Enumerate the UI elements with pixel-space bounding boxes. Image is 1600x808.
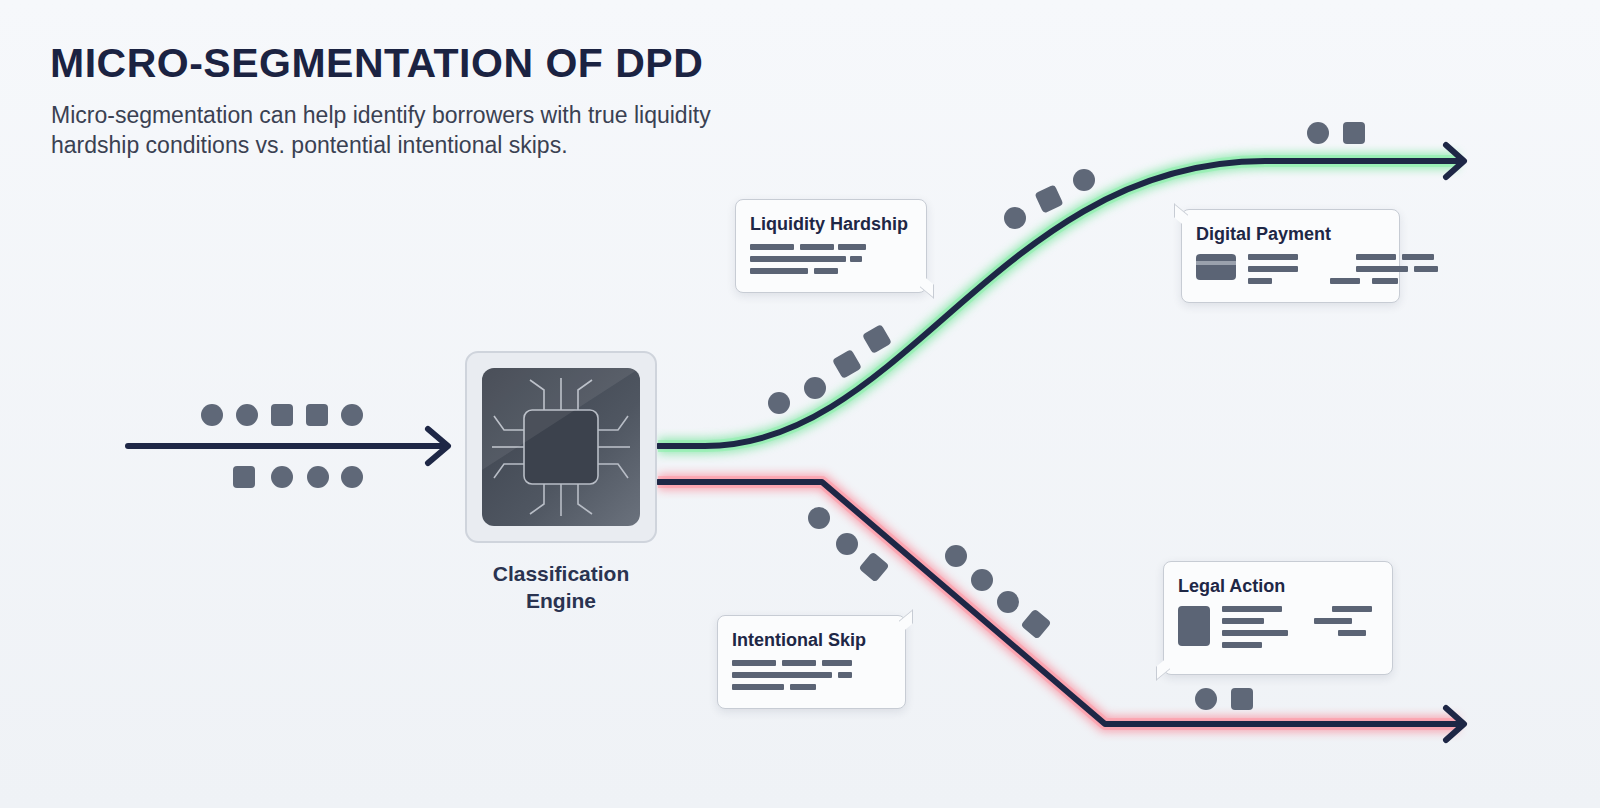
placeholder-bar: [850, 256, 862, 262]
chip-trace: [598, 416, 628, 430]
placeholder-row: [750, 256, 912, 262]
placeholder-row: [1178, 606, 1378, 612]
placeholder-bar: [838, 244, 866, 250]
chip-frame: [466, 352, 656, 542]
placeholder-row: [1196, 278, 1385, 284]
input-arrow: [128, 429, 448, 463]
bubble-tail: [1174, 203, 1188, 229]
document-icon: [1178, 606, 1210, 646]
placeholder-row: [1178, 642, 1378, 648]
callout-box: Intentional Skip: [717, 615, 906, 709]
input-dots: [201, 404, 363, 488]
placeholder-bar: [750, 268, 808, 274]
placeholder-bar: [1222, 606, 1282, 612]
classification-engine: Classification Engine: [464, 350, 658, 544]
bubble-heading: Legal Action: [1178, 574, 1378, 598]
placeholder-bar: [1356, 266, 1408, 272]
placeholder-row: [1178, 618, 1378, 624]
placeholder-bar: [1222, 630, 1288, 636]
bubble-tail: [899, 609, 913, 635]
placeholder-bar: [782, 660, 816, 666]
placeholder-bar: [1222, 642, 1262, 648]
chip-shine: [482, 368, 640, 470]
diagram-title: MICRO-SEGMENTATION OF DPD: [50, 40, 703, 87]
callout-box: Digital Payment: [1181, 209, 1400, 303]
chip-body: [482, 368, 640, 526]
placeholder-bar: [1222, 618, 1264, 624]
placeholder-bar: [1314, 618, 1352, 624]
bubble-heading: Intentional Skip: [732, 628, 891, 652]
placeholder-bar: [814, 268, 838, 274]
placeholder-row: [750, 244, 912, 250]
placeholder-row: [732, 684, 891, 690]
placeholder-bar: [822, 660, 852, 666]
placeholder-bar: [790, 684, 816, 690]
bubble-heading: Liquidity Hardship: [750, 212, 912, 236]
node-label: Classification Engine: [476, 560, 646, 614]
card-icon: [1196, 254, 1236, 280]
placeholder-lines: [1196, 254, 1385, 284]
placeholder-bar: [732, 684, 784, 690]
diagram-caption: Micro-segmentation can help identify bor…: [51, 100, 771, 160]
placeholder-row: [1196, 266, 1385, 272]
bubble-tail: [1156, 655, 1170, 681]
placeholder-bar: [1414, 266, 1438, 272]
card-stripe: [1196, 261, 1236, 265]
bubble-tail: [920, 273, 934, 299]
placeholder-bar: [1356, 254, 1396, 260]
placeholder-bar: [750, 256, 846, 262]
placeholder-bar: [732, 660, 776, 666]
placeholder-lines: [750, 244, 912, 274]
placeholder-bar: [1372, 278, 1398, 284]
placeholder-bar: [1248, 254, 1298, 260]
placeholder-row: [1178, 630, 1378, 636]
placeholder-bar: [1330, 278, 1360, 284]
placeholder-row: [732, 660, 891, 666]
callout-box: Legal Action: [1163, 561, 1393, 675]
callout-box: Liquidity Hardship: [735, 199, 927, 293]
placeholder-bar: [1338, 630, 1366, 636]
placeholder-bar: [1248, 266, 1298, 272]
placeholder-row: [732, 672, 891, 678]
chip-trace: [598, 446, 630, 448]
placeholder-row: [1196, 254, 1385, 260]
bubble-heading: Digital Payment: [1196, 222, 1385, 246]
chip-trace: [494, 464, 524, 478]
placeholder-bar: [1332, 606, 1372, 612]
chip-icon: [464, 350, 658, 544]
chip-trace: [578, 484, 592, 514]
placeholder-lines: [732, 660, 891, 690]
placeholder-bar: [1402, 254, 1434, 260]
hardship-path: [658, 145, 1464, 446]
placeholder-bar: [1248, 278, 1272, 284]
placeholder-bar: [800, 244, 834, 250]
skip-path: [658, 482, 1464, 740]
placeholder-bar: [838, 672, 852, 678]
placeholder-row: [750, 268, 912, 274]
placeholder-lines: [1178, 606, 1378, 648]
chip-trace: [598, 464, 628, 478]
chip-trace: [530, 484, 544, 514]
placeholder-bar: [732, 672, 832, 678]
chip-trace: [560, 484, 562, 516]
placeholder-bar: [750, 244, 794, 250]
